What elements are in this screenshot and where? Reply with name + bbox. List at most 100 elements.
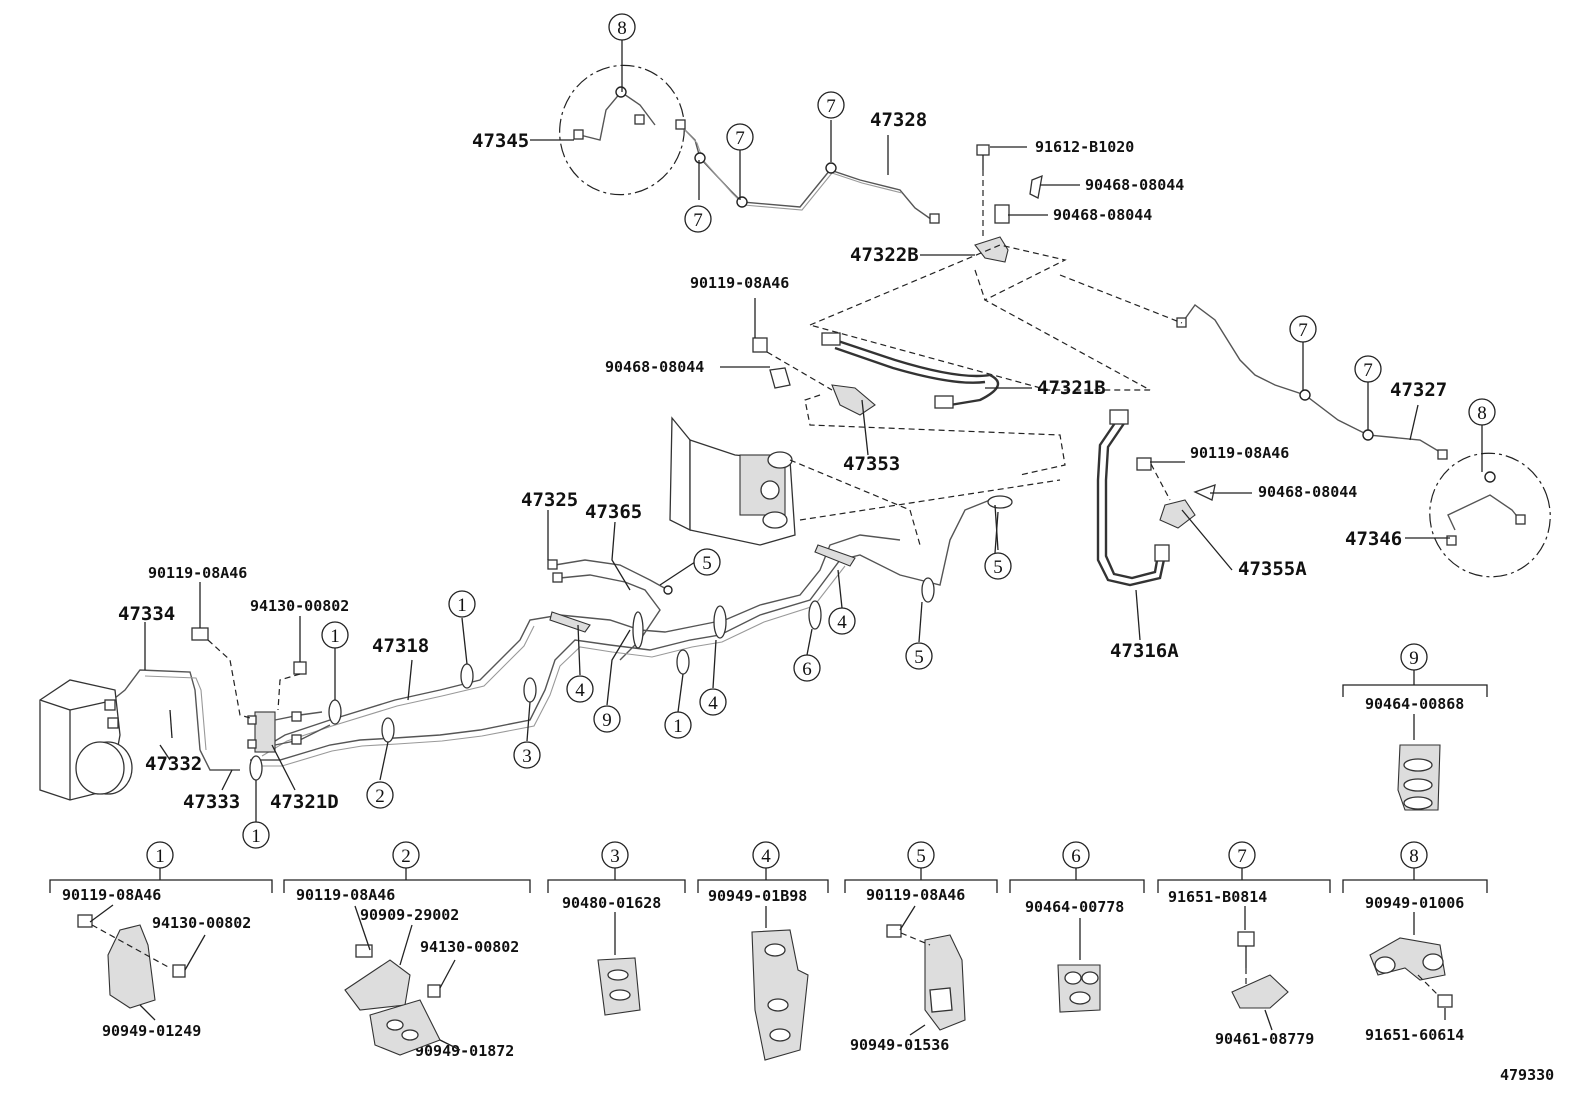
pipe-47327 xyxy=(1181,304,1441,453)
svg-text:1: 1 xyxy=(330,626,340,647)
detail-7: 7 91651-B0814 90461-08779 xyxy=(1157,841,1331,1048)
svg-text:7: 7 xyxy=(693,210,703,231)
label-47327: 47327 xyxy=(1390,379,1447,401)
label-47365: 47365 xyxy=(585,501,642,523)
svg-text:90464-00778: 90464-00778 xyxy=(1025,898,1124,916)
svg-text:90464-00868: 90464-00868 xyxy=(1365,695,1464,713)
detail-8: 8 90949-01006 91651-60614 xyxy=(1342,841,1488,1044)
svg-text:9: 9 xyxy=(1409,648,1419,669)
label-90468-08044-a: 90468-08044 xyxy=(1085,176,1184,194)
callout-4-c: 4 xyxy=(699,688,727,716)
svg-text:90949-01872: 90949-01872 xyxy=(415,1042,514,1060)
callout-1-c: 1 xyxy=(664,711,692,739)
svg-text:90949-01536: 90949-01536 xyxy=(850,1036,949,1054)
svg-text:1: 1 xyxy=(251,826,261,847)
bracket-47322B xyxy=(974,236,1009,263)
svg-text:90461-08779: 90461-08779 xyxy=(1215,1030,1314,1048)
label-47316A: 47316A xyxy=(1110,640,1179,662)
svg-text:91651-60614: 91651-60614 xyxy=(1365,1026,1464,1044)
svg-text:7: 7 xyxy=(1237,846,1247,867)
callout-8-right: 8 xyxy=(1468,398,1496,426)
svg-text:4: 4 xyxy=(837,612,847,633)
label-47321D: 47321D xyxy=(270,791,339,813)
pipe-47365 xyxy=(554,559,669,591)
callout-4-a: 4 xyxy=(828,607,856,635)
svg-text:7: 7 xyxy=(735,128,745,149)
label-47321B: 47321B xyxy=(1037,377,1106,399)
label-47333: 47333 xyxy=(183,791,240,813)
label-47325: 47325 xyxy=(521,489,578,511)
svg-text:91651-B0814: 91651-B0814 xyxy=(1168,888,1267,906)
callout-7-b: 7 xyxy=(684,205,712,233)
svg-text:8: 8 xyxy=(1409,846,1419,867)
label-47328: 47328 xyxy=(870,109,927,131)
svg-text:94130-00802: 94130-00802 xyxy=(420,938,519,956)
callout-7-e: 7 xyxy=(1354,355,1382,383)
detail-4: 4 90949-01B98 xyxy=(697,841,829,1061)
label-91612-B1020: 91612-B1020 xyxy=(1035,138,1134,156)
diagram-id: 479330 xyxy=(1500,1066,1554,1084)
svg-text:90119-08A46: 90119-08A46 xyxy=(866,886,965,904)
bracket-47353 xyxy=(831,384,876,416)
svg-text:3: 3 xyxy=(522,746,532,767)
label-47334: 47334 xyxy=(118,603,175,625)
label-47353: 47353 xyxy=(843,453,900,475)
svg-text:4: 4 xyxy=(575,680,585,701)
label-90468-08044-c: 90468-08044 xyxy=(605,358,704,376)
detail-9: 9 90464-00868 xyxy=(1342,643,1488,811)
pipe-47328 xyxy=(679,124,936,223)
junction-47321D xyxy=(254,711,276,753)
detail-1: 1 90119-08A46 94130-00802 90949-01249 xyxy=(49,841,273,1040)
svg-text:90480-01628: 90480-01628 xyxy=(562,894,661,912)
svg-text:6: 6 xyxy=(1071,846,1081,867)
svg-text:2: 2 xyxy=(401,846,411,867)
svg-text:2: 2 xyxy=(375,786,385,807)
label-47332: 47332 xyxy=(145,753,202,775)
svg-text:90119-08A46: 90119-08A46 xyxy=(62,886,161,904)
label-47345: 47345 xyxy=(472,130,529,152)
callout-1-d: 1 xyxy=(242,821,270,849)
hose-47316A xyxy=(1096,419,1167,587)
svg-text:90949-01249: 90949-01249 xyxy=(102,1022,201,1040)
svg-text:94130-00802: 94130-00802 xyxy=(152,914,251,932)
label-90119-08A46-b: 90119-08A46 xyxy=(1190,444,1289,462)
callout-9-main: 9 xyxy=(593,705,621,733)
svg-text:90119-08A46: 90119-08A46 xyxy=(296,886,395,904)
wheel-outline-right xyxy=(1429,452,1551,578)
svg-text:8: 8 xyxy=(617,18,627,39)
svg-text:3: 3 xyxy=(610,846,620,867)
callout-1-b: 1 xyxy=(321,621,349,649)
callout-7-c: 7 xyxy=(817,91,845,119)
label-47322B: 47322B xyxy=(850,244,919,266)
label-90468-08044-b: 90468-08044 xyxy=(1053,206,1152,224)
svg-text:9: 9 xyxy=(602,710,612,731)
svg-text:90949-01B98: 90949-01B98 xyxy=(708,887,807,905)
callout-7-d: 7 xyxy=(1289,315,1317,343)
callout-8-top-left: 8 xyxy=(608,13,636,41)
hose-47321B xyxy=(834,338,1000,407)
bracket-47355A xyxy=(1159,499,1196,529)
svg-text:90909-29002: 90909-29002 xyxy=(360,906,459,924)
detail-2: 2 90119-08A46 90909-29002 94130-00802 90… xyxy=(283,841,531,1060)
label-47355A: 47355A xyxy=(1238,558,1307,580)
svg-text:1: 1 xyxy=(673,716,683,737)
detail-6: 6 90464-00778 xyxy=(1009,841,1145,1013)
master-cylinder-bracket xyxy=(669,416,691,532)
callout-5-c: 5 xyxy=(905,642,933,670)
svg-text:5: 5 xyxy=(914,647,924,668)
callout-4-b: 4 xyxy=(566,675,594,703)
label-47346: 47346 xyxy=(1345,528,1402,550)
svg-text:8: 8 xyxy=(1477,403,1487,424)
label-47318: 47318 xyxy=(372,635,429,657)
callout-7-a: 7 xyxy=(726,123,754,151)
svg-text:5: 5 xyxy=(916,846,926,867)
svg-text:7: 7 xyxy=(826,96,836,117)
callout-6: 6 xyxy=(793,654,821,682)
svg-text:1: 1 xyxy=(457,595,467,616)
svg-text:6: 6 xyxy=(802,659,812,680)
svg-text:90949-01006: 90949-01006 xyxy=(1365,894,1464,912)
label-90119-08A46-c: 90119-08A46 xyxy=(148,564,247,582)
callout-5-a: 5 xyxy=(693,548,721,576)
label-94130-00802-a: 94130-00802 xyxy=(250,597,349,615)
